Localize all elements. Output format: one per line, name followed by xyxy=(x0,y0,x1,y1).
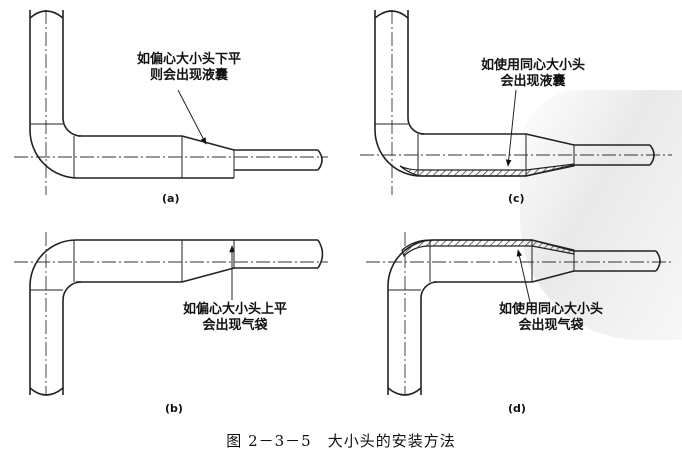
panel-b-note: 如偏心大小头上平 会出现气袋 xyxy=(160,302,310,334)
panel-b-reducer-slope xyxy=(181,267,235,283)
panel-d-note: 如使用同心大小头 会出现气袋 xyxy=(476,302,626,334)
panel-c-note-line-2: 会出现液囊 xyxy=(500,74,566,89)
panel-d-gas-pocket xyxy=(401,239,575,258)
panel-a-pipe-inner xyxy=(62,10,82,137)
panel-d-reducer-bottom-slope xyxy=(531,270,575,283)
panel-b-label: (b) xyxy=(165,402,183,415)
panel-c-reducer-top-slope xyxy=(525,133,575,146)
panel-d-reducer-top-slope xyxy=(531,239,575,252)
panel-c-pipe-inner xyxy=(407,10,425,135)
panel-c-drawing xyxy=(360,10,672,195)
panel-c-small-pipe-cap xyxy=(649,144,655,166)
panel-d-label: (d) xyxy=(508,402,526,415)
panel-a-note-line-2: 则会出现液囊 xyxy=(149,68,228,83)
panel-a-note: 如偏心大小头下平 则会出现液囊 xyxy=(114,52,264,84)
panel-d-leader-arrow xyxy=(516,249,531,303)
panel-d-pipe-inner xyxy=(420,281,438,395)
panel-a-pipe-outer xyxy=(29,10,79,179)
panel-b-pipe-cap xyxy=(29,387,64,396)
panel-a-pipe-cap xyxy=(29,10,64,19)
panel-a-leader-arrow xyxy=(177,89,207,145)
panel-c-note: 如使用同心大小头 会出现液囊 xyxy=(458,58,608,90)
panel-b-drawing xyxy=(14,232,328,396)
panel-d-small-pipe-cap xyxy=(655,250,661,272)
panel-a-drawing xyxy=(14,10,328,195)
panel-c-leader-arrow xyxy=(505,89,517,167)
panel-c-pipe-cap xyxy=(374,10,409,19)
panel-b-note-line-2: 会出现气袋 xyxy=(202,318,268,333)
panel-c-label: (c) xyxy=(508,192,525,205)
panel-b-note-line-1: 如偏心大小头上平 xyxy=(182,302,287,317)
panel-c-pipe-outer xyxy=(374,10,422,177)
panel-d-note-line-1: 如使用同心大小头 xyxy=(498,302,603,317)
panel-a-note-line-1: 如偏心大小头下平 xyxy=(136,52,241,67)
panel-a-label: (a) xyxy=(162,192,180,205)
panel-c-reducer-bottom-slope xyxy=(525,164,575,177)
panel-d-note-line-2: 会出现气袋 xyxy=(518,318,584,333)
figure-caption: 图 2－3－5 大小头的安装方法 xyxy=(226,432,456,450)
panel-d-pipe-outer xyxy=(387,239,435,395)
panel-d-drawing xyxy=(366,232,672,396)
panel-b-pipe-outer xyxy=(29,239,77,395)
panel-c-liquid-pocket xyxy=(399,163,575,177)
panel-a-small-pipe-cap xyxy=(317,149,323,171)
panel-b-pipe-inner xyxy=(62,281,82,395)
panel-d-pipe-cap xyxy=(387,387,422,396)
panel-a-reducer-slope xyxy=(181,135,235,151)
panel-b-small-pipe-cap xyxy=(317,239,324,269)
panel-c-note-line-1: 如使用同心大小头 xyxy=(480,58,585,73)
